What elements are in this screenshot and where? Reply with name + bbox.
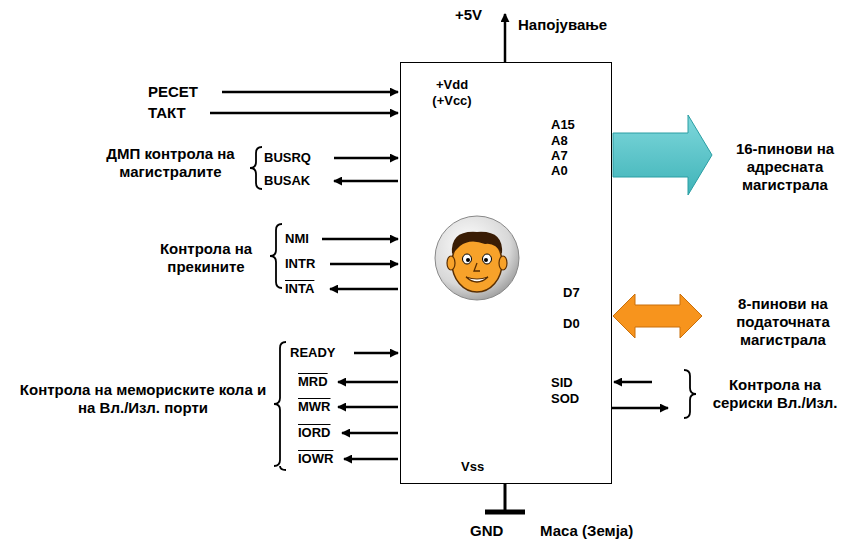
signal-name: INTA <box>285 281 314 297</box>
group-label: РЕСЕТ <box>148 83 198 101</box>
signal-name: IOWR <box>298 451 333 467</box>
ground-symbol <box>485 510 525 515</box>
cpu-chip: +Vdd (+Vcc) A15A8A7A0D7D0SIDSOD Vss <box>400 62 612 484</box>
signal-arrows <box>210 92 668 459</box>
group-label: GND <box>470 522 503 540</box>
group-label: Контрола на мемориските кола и на Вл./Из… <box>18 381 268 417</box>
group-label: Напојување <box>518 16 607 34</box>
group-label: ДМП контрола на магистралите <box>98 145 243 181</box>
pin-label: Vss <box>461 459 484 475</box>
pin-label: D0 <box>563 316 580 332</box>
supply-pin-label: +Vdd (+Vcc) <box>421 77 483 108</box>
address-bus-arrow <box>613 115 712 195</box>
data-bus-arrow <box>613 294 702 338</box>
signal-name: INTR <box>285 256 315 272</box>
group-label: Контрола на прекините <box>146 240 266 276</box>
signal-name: READY <box>290 345 336 361</box>
pin-label: D7 <box>563 285 580 301</box>
signal-name: BUSRQ <box>264 150 311 166</box>
group-label: 8-пинови на податочната магистрала <box>710 295 856 349</box>
pin-label: SID <box>551 375 573 391</box>
signal-name: NMI <box>285 231 309 247</box>
group-label: Контрола на сериски Вл./Изл. <box>700 376 850 412</box>
pin-label: A8 <box>551 133 568 149</box>
pin-label: SOD <box>551 391 579 407</box>
pin-label: A15 <box>551 117 575 133</box>
group-label: Маса (Земја) <box>540 522 633 540</box>
signal-name: IORD <box>298 425 331 441</box>
pin-label: A7 <box>551 148 568 164</box>
signal-name: MWR <box>298 399 331 415</box>
ground-wire <box>504 484 507 511</box>
signal-name: MRD <box>298 374 328 390</box>
pin-label: A0 <box>551 163 568 179</box>
group-label: 16-пинови на адресната магистрала <box>716 140 854 194</box>
cpu-face-icon <box>435 216 519 300</box>
group-label: ТАКТ <box>148 104 186 122</box>
group-label: +5V <box>455 6 482 24</box>
power-arrow <box>504 14 507 62</box>
signal-name: BUSAK <box>264 173 310 189</box>
